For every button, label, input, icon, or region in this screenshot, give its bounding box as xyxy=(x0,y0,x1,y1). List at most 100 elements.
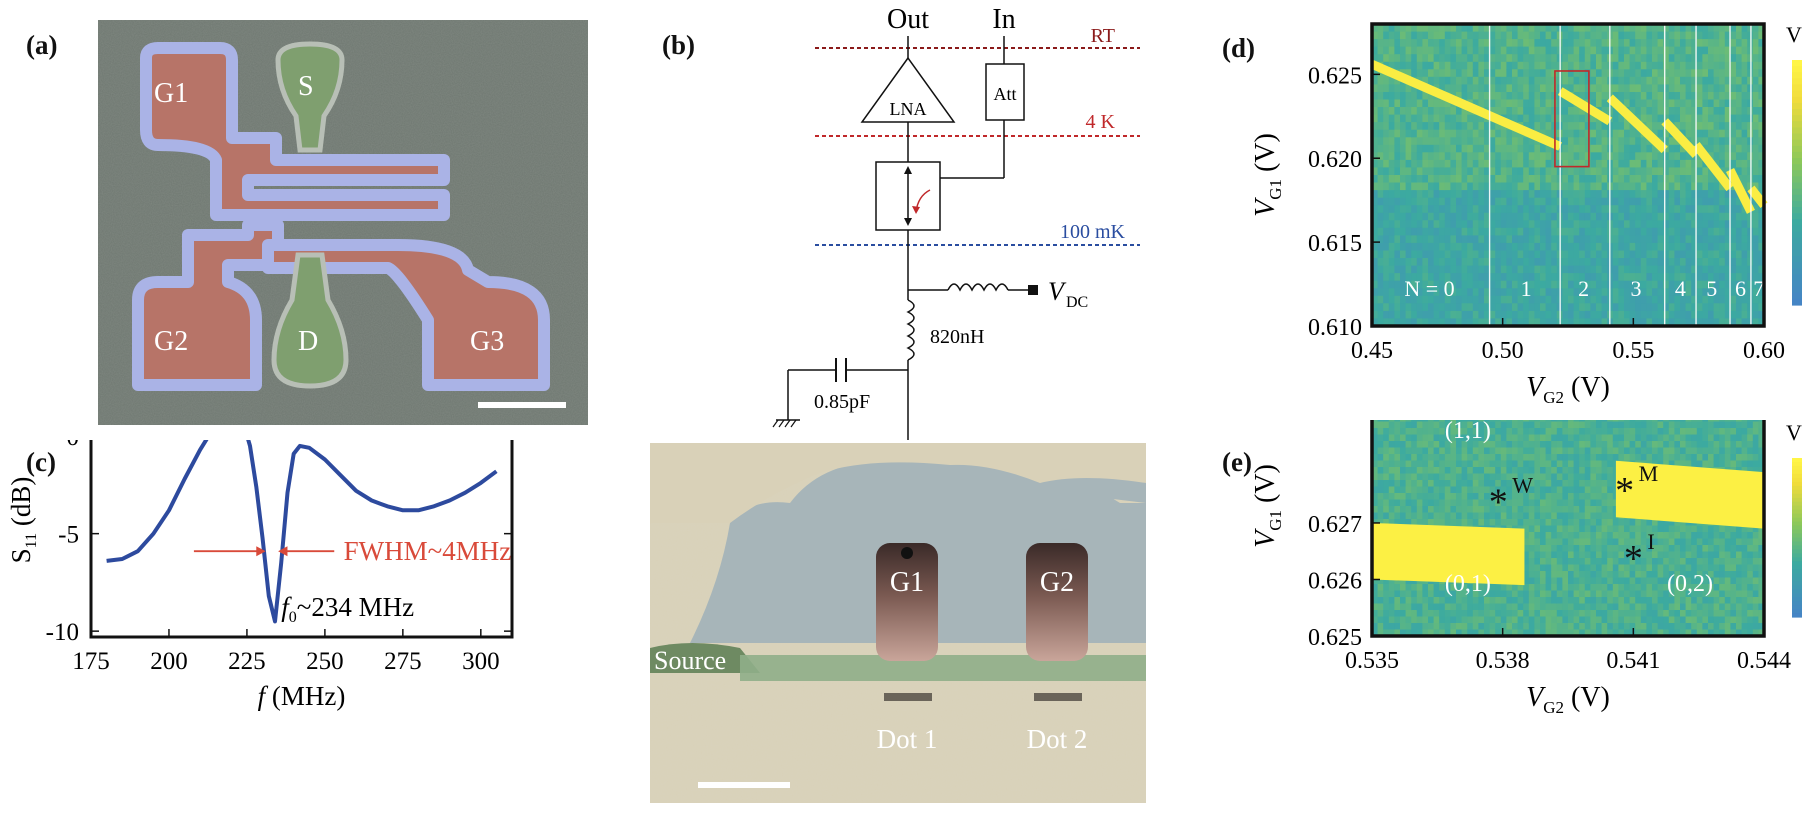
gate-g2-cross xyxy=(1026,543,1088,661)
y-tick-label: 0.615 xyxy=(1308,231,1362,257)
y-axis-label: S11 (dB) xyxy=(6,477,40,564)
operating-point-label: I xyxy=(1647,529,1654,554)
dot1-label: Dot 1 xyxy=(877,724,938,754)
electron-number-label: 5 xyxy=(1706,276,1717,301)
lna-label: LNA xyxy=(890,99,927,119)
f0-label: f0~234 MHz xyxy=(281,592,414,626)
gate-label: G2 xyxy=(154,326,188,357)
x-tick-label: 0.535 xyxy=(1345,648,1399,674)
electron-number-label: 1 xyxy=(1521,276,1532,301)
out-label: Out xyxy=(887,4,929,35)
operating-point-marker: * xyxy=(1624,538,1643,580)
gate-g1-shape xyxy=(140,42,450,221)
y-tick-label: 0.625 xyxy=(1308,63,1362,89)
x-tick-label: 0.60 xyxy=(1743,338,1785,364)
y-tick-label: 0.620 xyxy=(1308,147,1362,173)
gate-label: G3 xyxy=(470,326,504,357)
electron-number-label: 2 xyxy=(1578,276,1589,301)
y-axis-label: VG1 (V) xyxy=(1250,133,1285,217)
electron-number-label: N = 0 xyxy=(1404,276,1454,301)
inductor-label: 820nH xyxy=(930,326,984,348)
colorbar xyxy=(1792,60,1802,306)
y-tick-label: 0.610 xyxy=(1308,315,1362,341)
gate-label: G1 xyxy=(154,78,188,109)
gate-g3-shape xyxy=(262,239,550,391)
x-tick-label: 275 xyxy=(384,648,422,675)
charge-transition-line xyxy=(1661,118,1700,158)
charge-state-label: (0,2) xyxy=(1667,571,1713,597)
electron-number-label: 4 xyxy=(1675,276,1686,301)
matching-inductor xyxy=(906,299,915,361)
x-axis-label: VG2 (V) xyxy=(1526,682,1610,717)
sem-crosssection-b: G1 G2 Source Dot 1 Dot 2 xyxy=(650,443,1146,803)
scale-bar-b xyxy=(698,782,790,788)
x-tick-label: 0.544 xyxy=(1737,648,1791,674)
y-tick-label: 0.626 xyxy=(1308,568,1362,594)
colorbar-title: VRF (V) xyxy=(1786,420,1802,448)
plot-frame xyxy=(1370,22,1766,328)
colorbar-title: VRF (V) xyxy=(1786,22,1802,50)
sem-image-a: G1 S G2 D G3 xyxy=(98,20,588,425)
charge-state-label: (1,1) xyxy=(1445,420,1491,444)
x-axis-label: f (MHz) xyxy=(258,681,346,711)
x-axis-label: VG2 (V) xyxy=(1526,372,1610,407)
operating-point-label: M xyxy=(1639,461,1659,486)
x-tick-label: 250 xyxy=(306,648,344,675)
att-label: Att xyxy=(993,84,1016,104)
operating-point-marker: * xyxy=(1615,470,1634,512)
y-tick-label: 0.629 xyxy=(1308,420,1362,425)
fwhm-arrowhead xyxy=(256,546,266,557)
g2-label: G2 xyxy=(1040,567,1074,598)
4k-label: 4 K xyxy=(1086,111,1116,133)
bias-inductor xyxy=(947,283,1009,292)
panel-label-e: (e) xyxy=(1222,447,1252,477)
x-tick-label: 200 xyxy=(150,648,188,675)
panel-label-b: (b) xyxy=(662,30,695,60)
zoom-region-box xyxy=(1554,70,1590,168)
operating-point-marker: * xyxy=(1489,481,1508,523)
charge-transition-line xyxy=(1725,167,1755,214)
drain-shape xyxy=(271,252,349,389)
x-tick-label: 0.538 xyxy=(1476,648,1530,674)
attenuator-box xyxy=(985,63,1025,121)
circuit-diagram-b: Out In RT 4 K 100 mK LNA Att V DC 820nH … xyxy=(772,4,1140,440)
gate-label: S xyxy=(298,71,314,102)
plot-frame xyxy=(1370,420,1766,638)
charge-transition-line xyxy=(1606,94,1668,154)
electron-number-label: 7 xyxy=(1753,276,1764,301)
capacitor-label: 0.85pF xyxy=(814,391,870,413)
plot-frame xyxy=(89,440,514,639)
y-tick-label: 0.627 xyxy=(1308,512,1362,538)
source-label: Source xyxy=(654,646,726,675)
y-tick-label: -5 xyxy=(58,522,79,549)
fwhm-arrowhead xyxy=(278,546,288,557)
x-tick-label: 0.45 xyxy=(1351,338,1393,364)
100mk-label: 100 mK xyxy=(1060,221,1126,243)
y-tick-label: 0.625 xyxy=(1308,625,1362,651)
s11-chart: 1752002252502753000-5-10f (MHz)S11 (dB)F… xyxy=(6,440,514,711)
scale-bar xyxy=(478,402,566,408)
charge-transition-band xyxy=(1615,460,1764,529)
charge-transition-band xyxy=(1372,522,1525,586)
electron-number-label: 3 xyxy=(1630,276,1641,301)
panel-label-c: (c) xyxy=(26,447,56,477)
y-axis-label: VG1 (V) xyxy=(1250,464,1285,548)
fwhm-label: FWHM~4MHz xyxy=(344,536,512,566)
x-tick-label: 0.55 xyxy=(1612,338,1654,364)
x-tick-label: 175 xyxy=(72,648,110,675)
colorbar xyxy=(1792,458,1802,618)
charge-state-label: (0,1) xyxy=(1445,571,1491,597)
g1-label: G1 xyxy=(890,567,924,598)
in-label: In xyxy=(992,4,1015,35)
y-tick-label: -10 xyxy=(46,619,79,646)
heatmap-image xyxy=(1372,24,1765,327)
vdc-sub: DC xyxy=(1066,294,1088,311)
charge-transition-line xyxy=(1370,60,1562,151)
panel-label-a: (a) xyxy=(26,30,58,60)
x-tick-label: 300 xyxy=(462,648,500,675)
x-tick-label: 0.50 xyxy=(1482,338,1524,364)
s11-curve xyxy=(106,440,498,624)
rt-label: RT xyxy=(1091,25,1115,47)
vdc-label: V xyxy=(1048,277,1067,306)
charge-transition-line xyxy=(1557,87,1613,126)
